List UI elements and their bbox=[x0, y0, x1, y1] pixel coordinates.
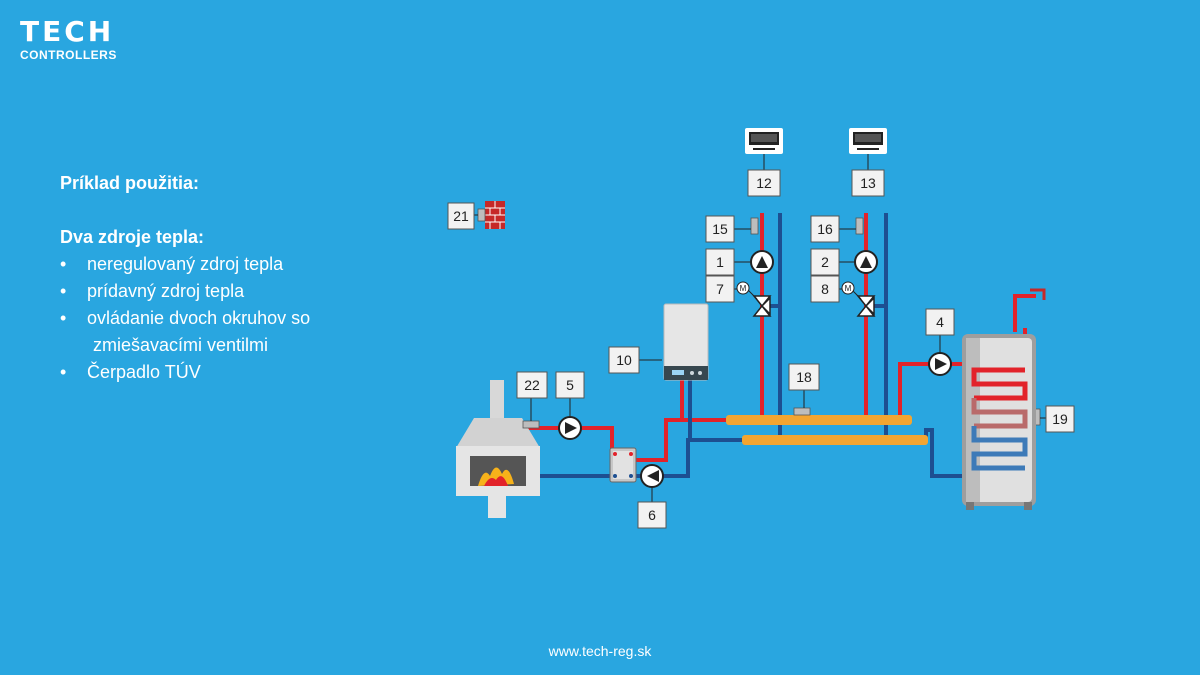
svg-text:19: 19 bbox=[1052, 411, 1068, 427]
label-21: 21 bbox=[447, 202, 475, 230]
svg-text:22: 22 bbox=[524, 377, 540, 393]
label-16: 16 bbox=[810, 215, 840, 243]
list-item: Čerpadlo TÚV bbox=[60, 359, 390, 386]
pump-icon bbox=[750, 250, 774, 274]
list-item: neregulovaný zdroj tepla bbox=[60, 251, 390, 278]
svg-text:1: 1 bbox=[716, 254, 724, 270]
heat-exchanger-icon bbox=[609, 447, 637, 483]
label-2: 2 bbox=[810, 248, 840, 276]
sensor-16-icon bbox=[855, 217, 864, 235]
cold-manifold bbox=[742, 435, 928, 445]
mixing-valve-icon: M bbox=[841, 281, 876, 317]
label-8: 8 bbox=[810, 275, 840, 303]
controller-icon bbox=[745, 128, 783, 154]
svg-text:7: 7 bbox=[716, 281, 724, 297]
sensor-15-icon bbox=[750, 217, 759, 235]
controller-icon bbox=[849, 128, 887, 154]
svg-text:M: M bbox=[845, 284, 852, 293]
svg-text:12: 12 bbox=[756, 175, 772, 191]
svg-text:5: 5 bbox=[566, 377, 574, 393]
pump-icon bbox=[854, 250, 878, 274]
dhw-tank-icon bbox=[962, 288, 1046, 510]
label-19: 19 bbox=[1045, 405, 1075, 433]
label-13: 13 bbox=[851, 169, 885, 197]
label-15: 15 bbox=[705, 215, 735, 243]
svg-text:18: 18 bbox=[796, 369, 812, 385]
svg-text:8: 8 bbox=[821, 281, 829, 297]
label-4: 4 bbox=[925, 308, 955, 336]
svg-text:13: 13 bbox=[860, 175, 876, 191]
feature-list: neregulovaný zdroj tepla prídavný zdroj … bbox=[60, 251, 390, 386]
logo-brand: TECH bbox=[20, 15, 115, 48]
pump-icon bbox=[928, 352, 952, 376]
label-22: 22 bbox=[516, 371, 548, 399]
example-title: Príklad použitia: bbox=[60, 173, 200, 193]
logo-sub: CONTROLLERS bbox=[20, 48, 117, 62]
svg-text:21: 21 bbox=[453, 208, 469, 224]
svg-text:M: M bbox=[740, 284, 747, 293]
description-panel: Príklad použitia: Dva zdroje tepla: nere… bbox=[60, 170, 390, 386]
website-link[interactable]: www.tech-reg.sk bbox=[548, 643, 652, 659]
svg-text:6: 6 bbox=[648, 507, 656, 523]
sensor-22-icon bbox=[522, 420, 540, 429]
svg-text:10: 10 bbox=[616, 352, 632, 368]
svg-text:2: 2 bbox=[821, 254, 829, 270]
label-10: 10 bbox=[608, 346, 640, 374]
heat-sources-heading: Dva zdroje tepla: bbox=[60, 227, 205, 247]
tech-controllers-logo: TECH CONTROLLERS bbox=[20, 15, 117, 63]
list-item-continuation: zmiešavacími ventilmi bbox=[93, 335, 269, 355]
pump-icon bbox=[640, 464, 664, 488]
boiler-icon bbox=[663, 303, 709, 381]
label-5: 5 bbox=[555, 371, 585, 399]
label-7: 7 bbox=[705, 275, 735, 303]
list-item: prídavný zdroj tepla bbox=[60, 278, 390, 305]
label-18: 18 bbox=[788, 363, 820, 391]
svg-text:15: 15 bbox=[712, 221, 728, 237]
svg-text:16: 16 bbox=[817, 221, 833, 237]
pump-icon bbox=[558, 416, 582, 440]
mixing-valve-icon: M bbox=[736, 281, 772, 317]
svg-text:4: 4 bbox=[936, 314, 944, 330]
list-item: ovládanie dvoch okruhov so bbox=[60, 305, 390, 332]
manifolds bbox=[726, 415, 928, 445]
label-6: 6 bbox=[637, 501, 667, 529]
hot-manifold bbox=[726, 415, 912, 425]
sensor-18-icon bbox=[793, 407, 811, 416]
label-1: 1 bbox=[705, 248, 735, 276]
leader-lines bbox=[471, 154, 1046, 502]
label-12: 12 bbox=[747, 169, 781, 197]
brick-wall-icon bbox=[477, 201, 505, 229]
fireplace-icon bbox=[456, 380, 540, 518]
